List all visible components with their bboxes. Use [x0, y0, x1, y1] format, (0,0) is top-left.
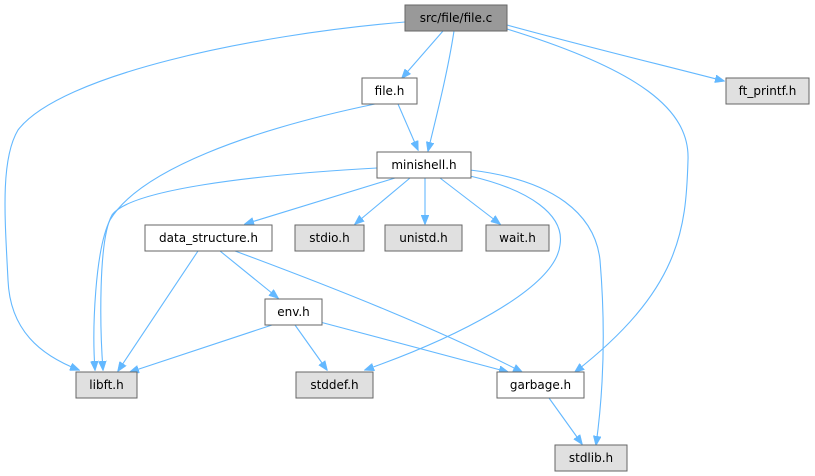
node-box — [144, 224, 273, 252]
node-label: wait.h — [499, 231, 536, 245]
edge-file-c-to-libft-h — [4, 21, 406, 370]
node-label: garbage.h — [510, 378, 571, 392]
node-label: unistd.h — [399, 231, 448, 245]
edge-file-c-to-minishell-h — [428, 30, 455, 151]
edge-minishell-h-to-libft-h — [101, 167, 378, 370]
node-libft-h[interactable]: libft.h — [75, 371, 138, 399]
node-box — [376, 151, 472, 179]
node-label: src/file/file.c — [420, 11, 493, 25]
node-label: libft.h — [89, 378, 123, 392]
edges-layer — [4, 21, 724, 445]
edge-file-c-to-ft-printf-h — [506, 24, 724, 81]
node-stdlib-h[interactable]: stdlib.h — [554, 444, 628, 472]
node-minishell-h[interactable]: minishell.h — [376, 151, 472, 179]
node-box — [264, 298, 323, 326]
edge-minishell-h-to-data-structure-h — [245, 177, 396, 224]
nodes-layer: src/file/file.c file.h ft_printf.h minis… — [75, 4, 810, 472]
edge-file-h-to-libft-h — [94, 103, 376, 370]
edge-minishell-h-to-stdio-h — [355, 177, 411, 224]
node-env-h[interactable]: env.h — [264, 298, 323, 326]
edge-garbage-h-to-stdlib-h — [548, 397, 582, 444]
node-box — [384, 224, 463, 252]
node-label: data_structure.h — [159, 231, 258, 245]
node-label: stdio.h — [309, 231, 349, 245]
node-wait-h[interactable]: wait.h — [485, 224, 550, 252]
node-box — [294, 224, 365, 252]
node-box — [725, 77, 810, 105]
node-box — [404, 4, 508, 32]
node-box — [75, 371, 138, 399]
node-box — [485, 224, 550, 252]
edge-minishell-h-to-wait-h — [439, 177, 500, 224]
edge-data-structure-h-to-env-h — [219, 250, 278, 298]
node-label: stddef.h — [310, 378, 358, 392]
node-label: file.h — [375, 84, 405, 98]
edge-file-h-to-minishell-h — [397, 103, 418, 150]
node-box — [361, 77, 418, 105]
node-box — [496, 371, 585, 399]
edge-data-structure-h-to-garbage-h — [234, 250, 522, 372]
node-data-structure-h[interactable]: data_structure.h — [144, 224, 273, 252]
edge-env-h-to-garbage-h — [319, 321, 508, 372]
edge-data-structure-h-to-libft-h — [118, 250, 199, 371]
node-ft-printf-h[interactable]: ft_printf.h — [725, 77, 810, 105]
node-stddef-h[interactable]: stddef.h — [295, 371, 374, 399]
edge-env-h-to-stddef-h — [294, 324, 327, 370]
edge-env-h-to-libft-h — [130, 324, 273, 372]
node-label: minishell.h — [391, 158, 456, 172]
node-stdio-h[interactable]: stdio.h — [294, 224, 365, 252]
edge-minishell-h-to-stdlib-h — [469, 169, 604, 445]
edge-minishell-h-to-stddef-h — [365, 175, 561, 370]
edge-file-c-to-file-h — [402, 30, 444, 78]
edge-file-c-to-garbage-h — [506, 28, 689, 372]
node-label: stdlib.h — [569, 451, 613, 465]
node-box — [554, 444, 628, 472]
node-file-h[interactable]: file.h — [361, 77, 418, 105]
node-garbage-h[interactable]: garbage.h — [496, 371, 585, 399]
node-unistd-h[interactable]: unistd.h — [384, 224, 463, 252]
node-label: ft_printf.h — [739, 84, 797, 98]
node-src-file-file-c[interactable]: src/file/file.c — [404, 4, 508, 32]
node-label: env.h — [277, 305, 310, 319]
node-box — [295, 371, 374, 399]
